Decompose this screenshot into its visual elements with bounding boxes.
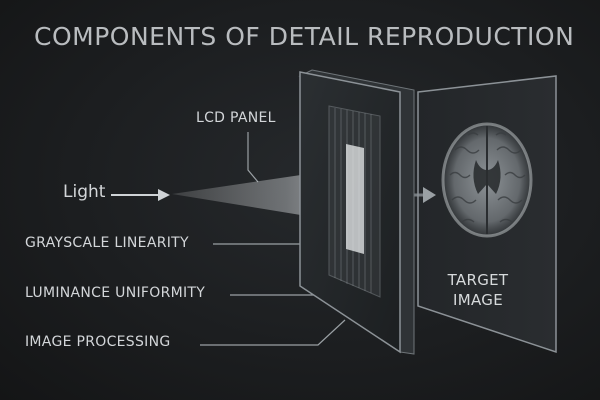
diagram-title: COMPONENTS OF DETAIL REPRODUCTION bbox=[34, 22, 575, 51]
light-arrow-head bbox=[158, 189, 170, 201]
brain-scan-image bbox=[441, 122, 533, 238]
image-processing-label: IMAGE PROCESSING bbox=[25, 334, 171, 350]
grayscale-linearity-label: GRAYSCALE LINEARITY bbox=[25, 235, 189, 251]
target-image-line1: TARGET bbox=[447, 271, 509, 289]
target-image-label: TARGET IMAGE bbox=[422, 270, 534, 310]
light-label: Light bbox=[63, 182, 106, 202]
output-arrow-head bbox=[423, 187, 436, 203]
lcd-panel-label: LCD PANEL bbox=[196, 110, 276, 126]
target-image-line2: IMAGE bbox=[453, 291, 503, 309]
lcd-panel bbox=[298, 69, 415, 355]
lcd-panel-leader bbox=[247, 132, 259, 183]
luminance-uniformity-label: LUMINANCE UNIFORMITY bbox=[25, 285, 206, 301]
image-processing-leader bbox=[200, 319, 346, 346]
